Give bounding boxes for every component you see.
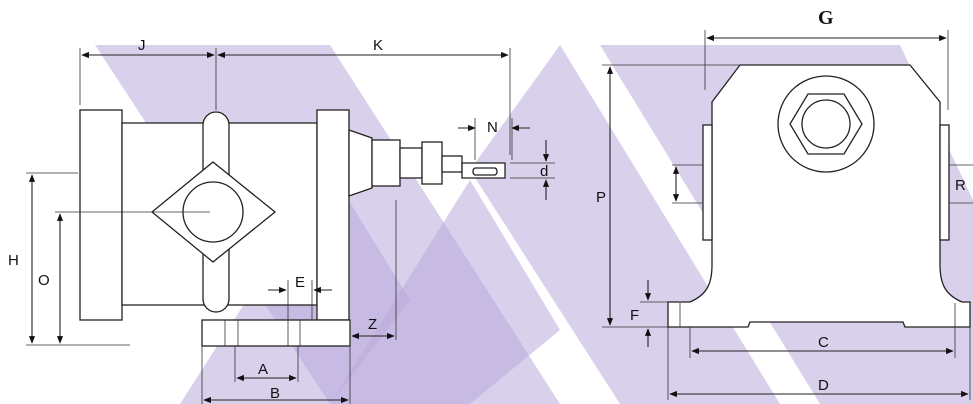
label-A: A	[258, 361, 268, 378]
label-B: B	[270, 385, 280, 402]
label-d: d	[540, 163, 548, 180]
side-view-dimensions	[26, 48, 555, 404]
label-P: P	[596, 189, 606, 206]
shaft-step	[399, 147, 423, 179]
left-flange	[79, 109, 123, 321]
right-flange	[316, 109, 350, 321]
label-C: C	[818, 334, 829, 351]
hex-plug-center	[801, 99, 851, 149]
label-E: E	[295, 274, 305, 291]
front-view	[667, 64, 971, 328]
label-F: F	[630, 307, 639, 324]
label-N: N	[487, 119, 498, 136]
keyway	[472, 167, 498, 176]
front-view-dimensions	[602, 30, 973, 400]
label-Z: Z	[368, 316, 377, 333]
coupling-nut	[421, 141, 443, 185]
shaft-neck	[441, 155, 463, 173]
label-K: K	[373, 37, 383, 54]
label-G: G	[818, 7, 834, 29]
label-J: J	[138, 37, 146, 54]
label-R: R	[955, 177, 966, 194]
pump-housing-front	[667, 64, 971, 328]
right-boss	[939, 124, 950, 241]
side-view	[79, 109, 506, 347]
bearing-housing	[348, 129, 373, 197]
label-D: D	[818, 377, 829, 394]
label-O: O	[38, 272, 50, 289]
label-H: H	[8, 252, 19, 269]
shaft-collar	[371, 139, 401, 187]
mounting-foot	[201, 319, 351, 347]
left-boss	[702, 124, 713, 241]
